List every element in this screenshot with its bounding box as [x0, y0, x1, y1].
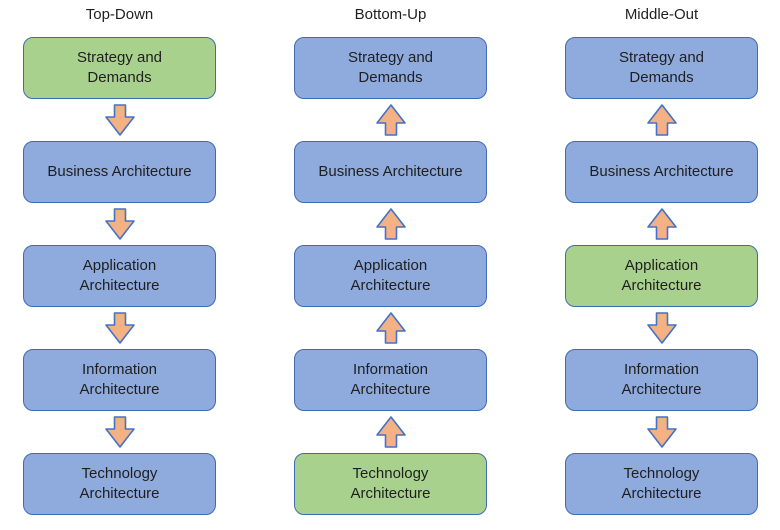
flow-arrow	[375, 203, 406, 245]
flow-box-strategy-and-demands: Strategy and Demands	[23, 37, 216, 99]
block-arrow-icon	[646, 312, 677, 344]
box-label-line: Technology	[81, 465, 158, 482]
column-bottom-up: Bottom-Up Strategy and Demands Business …	[294, 6, 487, 530]
flow-arrow	[646, 411, 677, 453]
block-arrow-icon	[104, 208, 135, 240]
flow-arrow	[104, 203, 135, 245]
box-label-line: Architecture	[350, 277, 431, 294]
flow-arrow	[375, 411, 406, 453]
flow-box-information-architecture: Information Architecture	[294, 349, 487, 411]
box-label-line: Business Architecture	[47, 163, 192, 180]
box-label-line: Demands	[87, 69, 152, 86]
flow-arrow	[646, 203, 677, 245]
box-label-line: Information	[623, 361, 700, 378]
box-label-line: Architecture	[350, 485, 431, 502]
box-label-line: Architecture	[79, 381, 160, 398]
flow-box-application-architecture: Application Architecture	[294, 245, 487, 307]
flow-box-information-architecture: Information Architecture	[565, 349, 758, 411]
block-arrow-icon	[104, 104, 135, 136]
flow-box-application-architecture: Application Architecture	[565, 245, 758, 307]
flow-box-strategy-and-demands: Strategy and Demands	[565, 37, 758, 99]
box-label-line: Architecture	[350, 381, 431, 398]
flow-box-technology-architecture: Technology Architecture	[294, 453, 487, 515]
box-label-line: Application	[624, 257, 699, 274]
box-label-line: Technology	[352, 465, 429, 482]
flow-box-business-architecture: Business Architecture	[23, 141, 216, 203]
flow-arrow	[646, 307, 677, 349]
box-label-line: Business Architecture	[318, 163, 463, 180]
block-arrow-icon	[646, 104, 677, 136]
flow-box-information-architecture: Information Architecture	[23, 349, 216, 411]
box-label-line: Architecture	[621, 381, 702, 398]
box-label-line: Information	[352, 361, 429, 378]
flow-box-technology-architecture: Technology Architecture	[23, 453, 216, 515]
box-label-line: Strategy and	[76, 49, 163, 66]
box-label-line: Strategy and	[347, 49, 434, 66]
box-label-line: Demands	[629, 69, 694, 86]
column-title: Bottom-Up	[354, 6, 427, 23]
flow-box-strategy-and-demands: Strategy and Demands	[294, 37, 487, 99]
flow-box-business-architecture: Business Architecture	[294, 141, 487, 203]
flow-arrow	[375, 307, 406, 349]
block-arrow-icon	[375, 416, 406, 448]
block-arrow-icon	[646, 208, 677, 240]
block-arrow-icon	[375, 208, 406, 240]
block-arrow-icon	[104, 312, 135, 344]
box-label-line: Business Architecture	[589, 163, 734, 180]
box-label-line: Architecture	[79, 277, 160, 294]
block-arrow-icon	[375, 104, 406, 136]
flow-arrow	[104, 307, 135, 349]
box-label-line: Strategy and	[618, 49, 705, 66]
box-label-line: Architecture	[621, 277, 702, 294]
box-label-line: Application	[353, 257, 428, 274]
box-label-line: Technology	[623, 465, 700, 482]
flow-arrow	[646, 99, 677, 141]
box-label-line: Demands	[358, 69, 423, 86]
block-arrow-icon	[104, 416, 135, 448]
block-arrow-icon	[646, 416, 677, 448]
column-title: Middle-Out	[624, 6, 699, 23]
flow-arrow	[104, 411, 135, 453]
box-label-line: Information	[81, 361, 158, 378]
flow-arrow	[375, 99, 406, 141]
flow-box-technology-architecture: Technology Architecture	[565, 453, 758, 515]
flow-box-application-architecture: Application Architecture	[23, 245, 216, 307]
block-arrow-icon	[375, 312, 406, 344]
column-title: Top-Down	[85, 6, 154, 23]
box-label-line: Application	[82, 257, 157, 274]
flow-box-business-architecture: Business Architecture	[565, 141, 758, 203]
column-top-down: Top-Down Strategy and Demands Business A…	[23, 6, 216, 530]
column-middle-out: Middle-Out Strategy and Demands Business…	[565, 6, 758, 530]
flow-arrow	[104, 99, 135, 141]
box-label-line: Architecture	[79, 485, 160, 502]
box-label-line: Architecture	[621, 485, 702, 502]
